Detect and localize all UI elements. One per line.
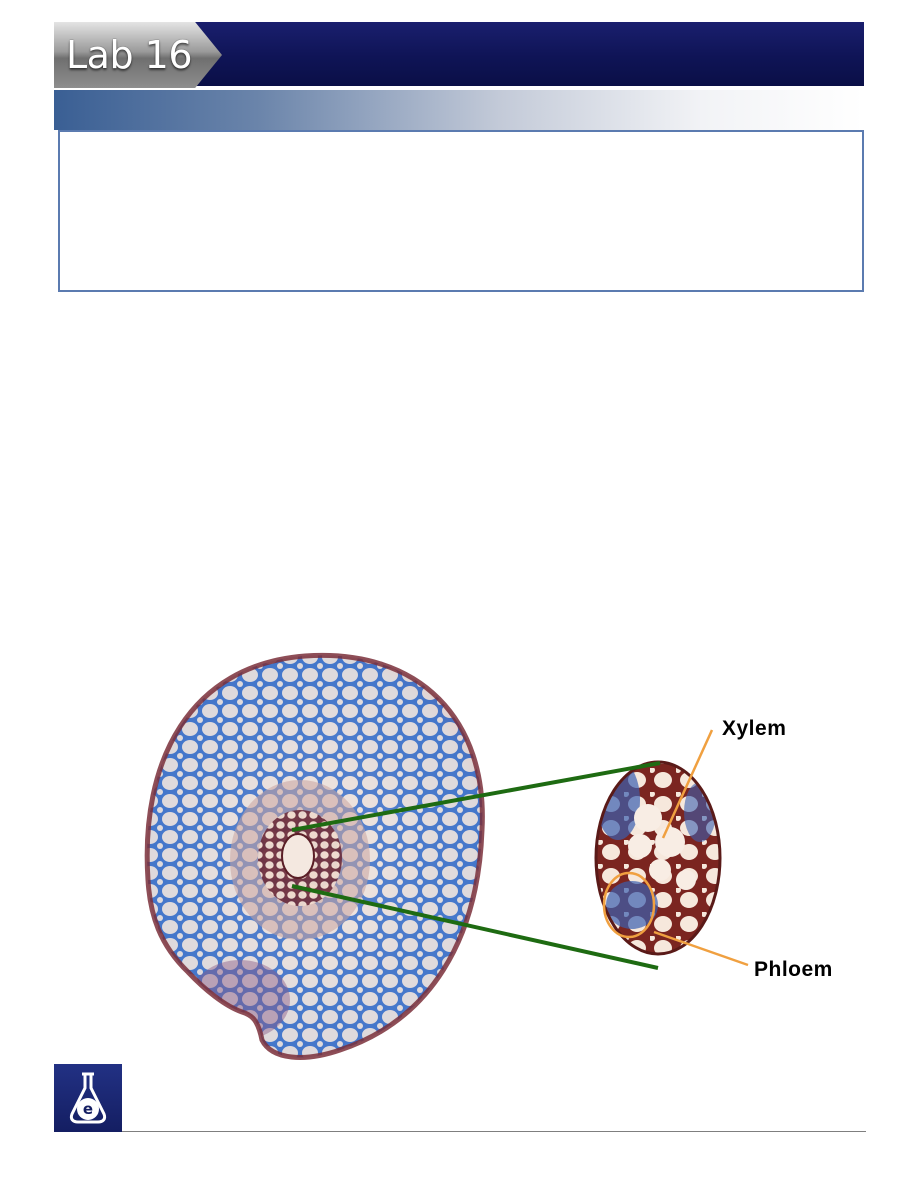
xylem-callout-line	[661, 729, 714, 839]
zoomed-vascular-bundle	[594, 760, 722, 956]
info-box	[58, 130, 864, 292]
lab-title: Lab 16	[66, 33, 193, 77]
footer-divider	[122, 1131, 866, 1132]
flask-e-icon: e	[69, 1072, 107, 1124]
phloem-callout-line	[653, 930, 749, 967]
zoom-line-bottom	[291, 884, 659, 970]
phloem-label: Phloem	[754, 958, 833, 981]
flask-logo: e	[54, 1064, 122, 1132]
subtitle-bar	[54, 90, 864, 130]
root-cross-section	[144, 652, 485, 1060]
svg-text:e: e	[83, 1100, 93, 1118]
xylem-label: Xylem	[722, 717, 787, 740]
phloem-callout-circle	[602, 871, 656, 939]
lab-tab	[54, 22, 222, 88]
zoom-line-top	[291, 761, 661, 832]
